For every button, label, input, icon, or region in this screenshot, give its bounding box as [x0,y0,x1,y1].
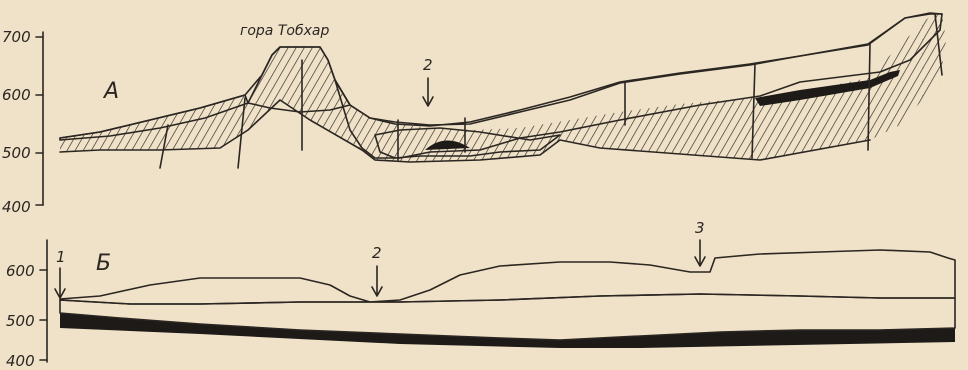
section-b-marker-1-label: 1 [56,248,66,266]
section-a-tick-500: 500 [2,144,31,162]
section-a-tick-600: 600 [2,86,31,104]
section-a-elevation-axis: 700 600 500 400 [2,28,43,216]
section-b-marker-2: 2 [372,244,382,296]
section-b-marker-1: 1 [55,248,66,298]
section-b-sand-layer [60,250,955,304]
section-b-marker-2-label: 2 [372,244,382,262]
section-b-label: Б [96,251,111,276]
section-a-marker-2-label: 2 [423,56,433,74]
section-a-tick-700: 700 [2,28,31,46]
mountain-name: гора Тобхар [240,23,329,39]
section-b-tick-400: 400 [6,352,35,370]
section-b-marker-3-label: 3 [695,219,705,237]
section-a-label: А [102,79,119,104]
section-b-marker-3: 3 [695,219,705,266]
section-b: 600 500 400 Б 1 2 3 [6,219,955,370]
section-a-tick-400: 400 [2,198,31,216]
section-a: 700 600 500 400 А гора Тобхар 2 [2,13,946,216]
section-a-bedrock [60,14,946,162]
section-b-tick-600: 600 [6,262,35,280]
section-b-elevation-axis: 600 500 400 [6,240,47,370]
section-a-marker-2: 2 [423,56,433,106]
section-b-tick-500: 500 [6,312,35,330]
